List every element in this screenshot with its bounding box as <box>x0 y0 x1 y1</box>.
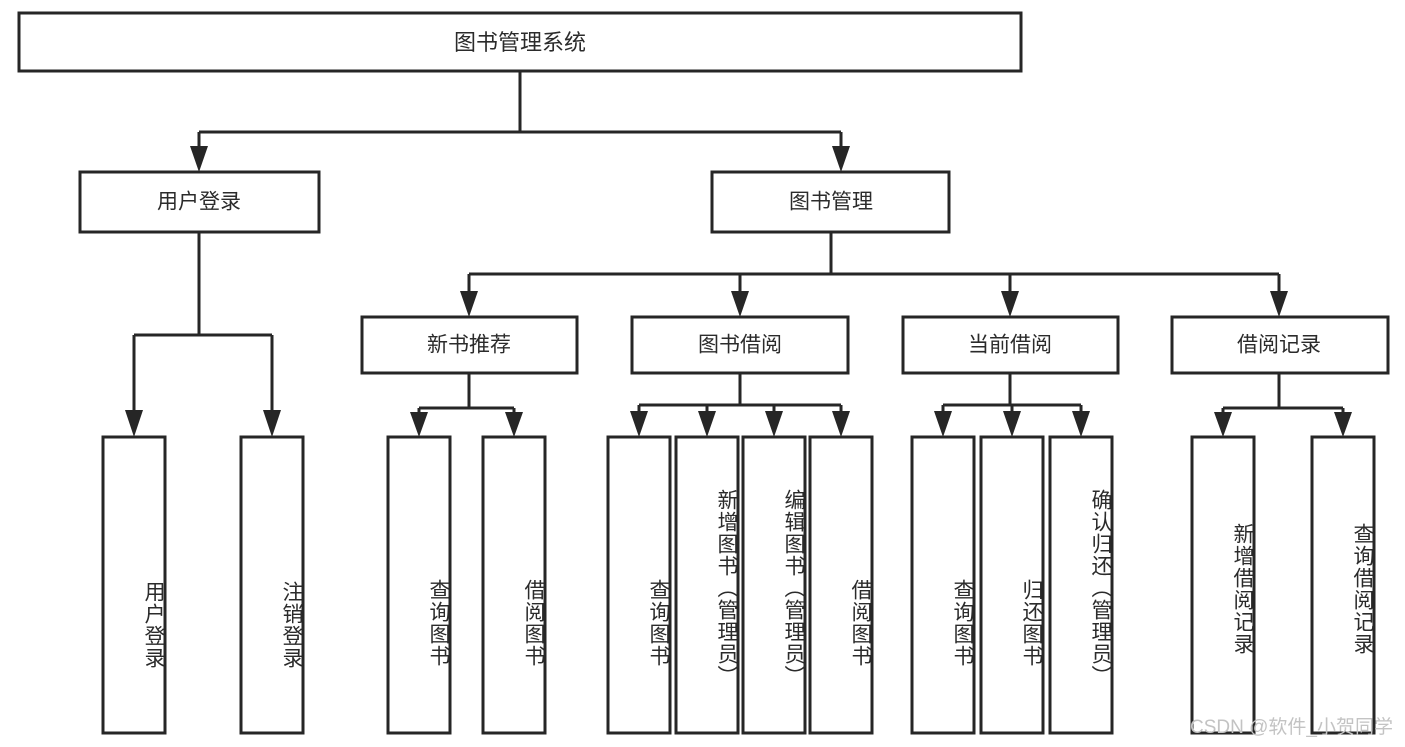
node-user-login[interactable]: 用户登录 <box>78 170 321 234</box>
connector-userlogin-to-leaves <box>125 232 281 437</box>
leaf-box-borrow-book-newbook[interactable] <box>481 435 547 735</box>
arrow-head-icon <box>934 411 952 437</box>
arrow-head-icon <box>460 291 478 317</box>
leaf-box-user-login[interactable] <box>101 435 167 735</box>
node-root-label: 图书管理系统 <box>454 30 586 55</box>
arrow-head-icon <box>1270 291 1288 317</box>
node-borrow-record-label: 借阅记录 <box>1237 334 1321 357</box>
leaf-box-borrow-book[interactable] <box>808 435 874 735</box>
arrow-head-icon <box>1001 291 1019 317</box>
node-book-management-label: 图书管理 <box>789 191 873 214</box>
leaf-box-query-book-current[interactable] <box>910 435 976 735</box>
connector-root-to-level2 <box>190 71 850 172</box>
node-book-borrow[interactable]: 图书借阅 <box>630 315 850 375</box>
leaf-box-edit-book-admin[interactable] <box>741 435 807 735</box>
arrow-head-icon <box>410 412 428 437</box>
arrow-head-icon <box>832 411 850 437</box>
node-current-borrow[interactable]: 当前借阅 <box>901 315 1120 375</box>
arrow-head-icon <box>125 410 143 437</box>
leaf-box-logout[interactable] <box>239 435 305 735</box>
connector-currentborrow-to-leaves <box>934 373 1090 437</box>
arrow-head-icon <box>1072 411 1090 437</box>
arrow-head-icon <box>731 291 749 317</box>
arrow-head-icon <box>1003 411 1021 437</box>
node-new-book-recommend[interactable]: 新书推荐 <box>360 315 579 375</box>
arrow-head-icon <box>765 411 783 437</box>
node-book-borrow-label: 图书借阅 <box>698 334 782 357</box>
node-book-management[interactable]: 图书管理 <box>710 170 951 234</box>
arrow-head-icon <box>1214 412 1232 437</box>
connector-bookmgmt-to-level3 <box>460 232 1288 317</box>
node-user-login-label: 用户登录 <box>157 191 241 214</box>
node-root[interactable]: 图书管理系统 <box>17 11 1023 73</box>
arrow-head-icon <box>1334 412 1352 437</box>
leaf-box-return-book[interactable] <box>979 435 1045 735</box>
leaf-box-confirm-return-admin[interactable] <box>1048 435 1114 735</box>
node-current-borrow-label: 当前借阅 <box>968 334 1052 357</box>
node-new-book-recommend-label: 新书推荐 <box>427 334 511 357</box>
leaf-box-add-book-admin[interactable] <box>674 435 740 735</box>
arrow-head-icon <box>630 411 648 437</box>
arrow-head-icon <box>505 412 523 437</box>
connector-bookborrow-to-leaves <box>630 373 850 437</box>
node-borrow-record[interactable]: 借阅记录 <box>1170 315 1390 375</box>
connector-newbook-to-leaves <box>410 373 523 437</box>
arrow-head-icon <box>263 410 281 437</box>
leaf-box-query-borrow-record[interactable] <box>1310 435 1376 735</box>
leaf-box-query-book-borrow[interactable] <box>606 435 672 735</box>
arrow-head-icon <box>832 146 850 172</box>
leaf-box-query-book-newbook[interactable] <box>386 435 452 735</box>
arrow-head-icon <box>698 411 716 437</box>
connector-borrowrecord-to-leaves <box>1214 373 1352 437</box>
csdn-watermark: CSDN @软件_小贺同学 <box>1190 717 1393 738</box>
arrow-head-icon <box>190 146 208 172</box>
leaf-box-add-borrow-record[interactable] <box>1190 435 1256 735</box>
